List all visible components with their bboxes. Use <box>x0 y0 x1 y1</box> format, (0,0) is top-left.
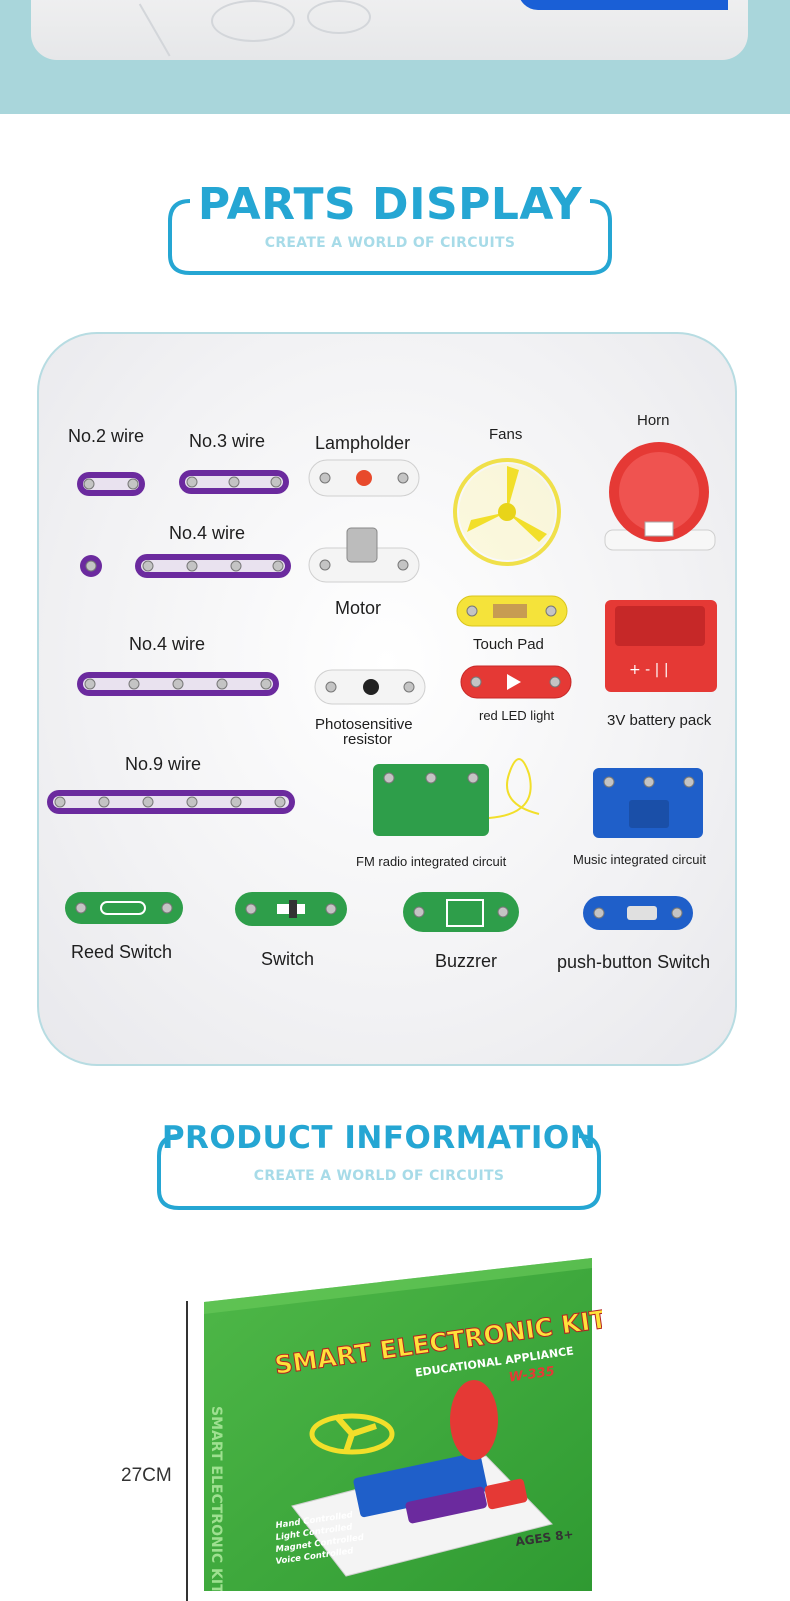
box-model-text: W-335 <box>508 1364 556 1385</box>
part-label-fm-radio: FM radio integrated circuit <box>356 854 507 869</box>
part-label-push-button-switch: push-button Switch <box>557 952 711 972</box>
no4-wire-part-a <box>135 554 291 578</box>
parts-display-card: + - | | <box>37 332 737 1066</box>
parts-display-subtitle: CREATE A WORLD OF CIRCUITS <box>264 235 516 251</box>
part-label-photosensitive: Photosensitive <box>315 716 413 733</box>
battery-pack-part: + - | | <box>605 600 717 692</box>
switch-part <box>235 892 347 926</box>
height-dimension-label: 27CM <box>121 1465 172 1486</box>
box-side-text: SMART ELECTRONIC KIT <box>208 1406 224 1591</box>
part-label-no4-wire-b: No.4 wire <box>129 634 206 654</box>
no3-wire-part <box>179 470 289 494</box>
decor-ring <box>211 0 295 42</box>
part-label-touch-pad: Touch Pad <box>473 636 544 653</box>
motor-part <box>308 527 420 583</box>
lampholder-part <box>308 459 420 497</box>
header-frame-border <box>157 1134 601 1210</box>
part-label-buzzer: Buzzrer <box>435 951 498 971</box>
reed-switch-part <box>65 892 183 924</box>
part-label-no2-wire: No.2 wire <box>68 426 145 446</box>
part-label-motor: Motor <box>335 598 382 618</box>
no2-wire-part <box>77 472 145 496</box>
buzzer-part <box>403 892 519 932</box>
fm-radio-ic-part <box>373 758 540 836</box>
header-frame-border <box>168 199 612 275</box>
product-information-subtitle: CREATE A WORLD OF CIRCUITS <box>253 1168 505 1184</box>
part-label-no9-wire: No.9 wire <box>125 754 202 774</box>
product-box-image: SMART ELECTRONIC KIT EDUCATIONAL APPLIAN… <box>204 1258 602 1591</box>
music-ic-part <box>593 768 703 838</box>
decor-ring <box>307 0 371 34</box>
part-label-music-ic: Music integrated circuit <box>573 852 706 867</box>
fan-part <box>453 458 561 566</box>
part-label-fans: Fans <box>489 426 523 443</box>
photoresistor-part <box>314 669 426 705</box>
horn-part <box>604 442 716 551</box>
part-label-lampholder: Lampholder <box>315 433 411 453</box>
part-label-battery-pack: 3V battery pack <box>607 712 712 729</box>
product-information-title: PRODUCT INFORMATION <box>161 1120 597 1156</box>
previous-section-card <box>31 0 748 60</box>
part-label-red-led: red LED light <box>479 708 555 723</box>
part-label-switch: Switch <box>261 949 315 969</box>
part-label-horn: Horn <box>637 412 670 429</box>
no4-wire-part-b <box>77 672 279 696</box>
parts-illustration: + - | | <box>47 442 717 932</box>
part-label-no3-wire: No.3 wire <box>189 431 266 451</box>
touch-pad-part <box>456 595 568 627</box>
part-label-no4-wire-a: No.4 wire <box>169 523 246 543</box>
top-banner-band <box>0 0 790 114</box>
no9-wire-part <box>47 790 295 814</box>
part-label-resistor: resistor <box>343 731 393 748</box>
parts-display-header: PARTS DISPLAY CREATE A WORLD OF CIRCUITS <box>168 179 612 275</box>
blue-tab <box>518 0 728 10</box>
decor-line <box>138 0 206 57</box>
product-information-header: PRODUCT INFORMATION CREATE A WORLD OF CI… <box>157 1120 601 1210</box>
part-label-reed-switch: Reed Switch <box>71 942 173 962</box>
svg-text:+ - | |: + - | | <box>629 662 669 678</box>
push-button-switch-part <box>583 896 693 930</box>
height-dimension-line <box>186 1301 188 1601</box>
red-led-part <box>460 665 572 699</box>
parts-display-title: PARTS DISPLAY <box>197 179 583 230</box>
